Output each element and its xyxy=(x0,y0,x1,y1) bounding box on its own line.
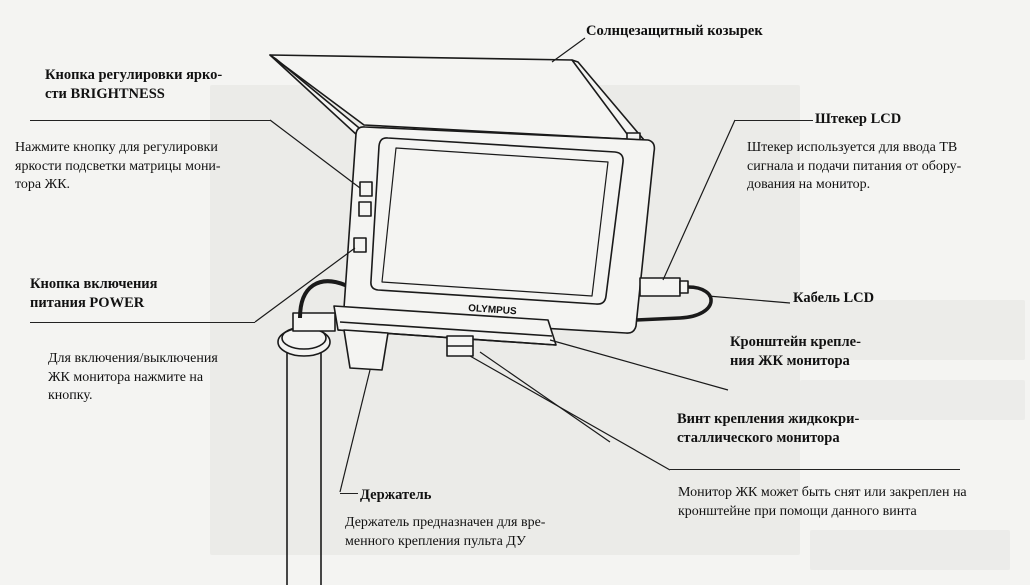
monitor-screw-description: Монитор ЖК может быть снят или закреплен… xyxy=(678,485,967,519)
lcd-cable-shape xyxy=(635,285,713,322)
pole-clamp-tab xyxy=(292,312,336,332)
brightness-button-bottom xyxy=(358,201,372,217)
brightness-button-label: Кнопка регулировки ярко- сти BRIGHTNESS xyxy=(45,67,223,102)
leader-line-power xyxy=(254,247,356,323)
brightness-button-top xyxy=(359,181,373,197)
lcd-plug-shape xyxy=(639,277,681,297)
monitor-bracket-label: Кронштейн крепле- ния ЖК монитора xyxy=(730,334,861,369)
leader-line-screw-2 xyxy=(479,351,611,443)
power-button-description: Для включения/выключения ЖК монитора наж… xyxy=(48,351,218,403)
lcd-plug-description: Штекер используется для ввода ТВ сигнала… xyxy=(747,140,962,192)
holder-shape xyxy=(343,329,389,371)
background-bleed xyxy=(800,380,1025,420)
power-button-label: Кнопка включения питания POWER xyxy=(30,276,158,311)
holder-description: Держатель предназначен для вре- менного … xyxy=(345,515,546,549)
power-button-shape xyxy=(353,237,367,253)
sun-visor xyxy=(269,54,645,141)
leader-line-screw-1 xyxy=(469,355,671,471)
monitor-screen-bezel xyxy=(370,137,624,305)
brand-logo: OLYMPUS xyxy=(468,303,518,317)
leader-line-bracket xyxy=(549,339,729,391)
monitor-body xyxy=(343,126,656,334)
background-bleed xyxy=(800,300,1025,360)
holder-label: Держатель xyxy=(360,487,432,503)
leader-line-brightness xyxy=(269,119,361,189)
holder-divider xyxy=(340,493,358,494)
leader-line-plug xyxy=(662,119,736,281)
sun-visor-label: Солнцезащитный козырек xyxy=(586,23,763,39)
screw-divider xyxy=(670,469,960,470)
monitor-screw-label: Винт крепления жидкокри- сталлического м… xyxy=(677,411,860,446)
lcd-plug-shape xyxy=(679,280,689,294)
power-cord xyxy=(298,279,359,319)
leader-line-cable xyxy=(707,295,791,304)
lcd-cable-label: Кабель LCD xyxy=(793,290,875,306)
monitor-screen xyxy=(381,147,609,297)
brightness-divider xyxy=(30,120,270,121)
leader-line-visor xyxy=(551,37,586,63)
background-bleed xyxy=(810,530,1010,570)
power-divider xyxy=(30,322,255,323)
leader-line-holder xyxy=(339,369,371,493)
lcd-plug-divider xyxy=(735,120,813,121)
lcd-plug-label: Штекер LCD xyxy=(815,111,902,127)
brightness-button-description: Нажмите кнопку для регулировки яркости п… xyxy=(15,140,221,192)
bracket-base xyxy=(339,321,553,337)
